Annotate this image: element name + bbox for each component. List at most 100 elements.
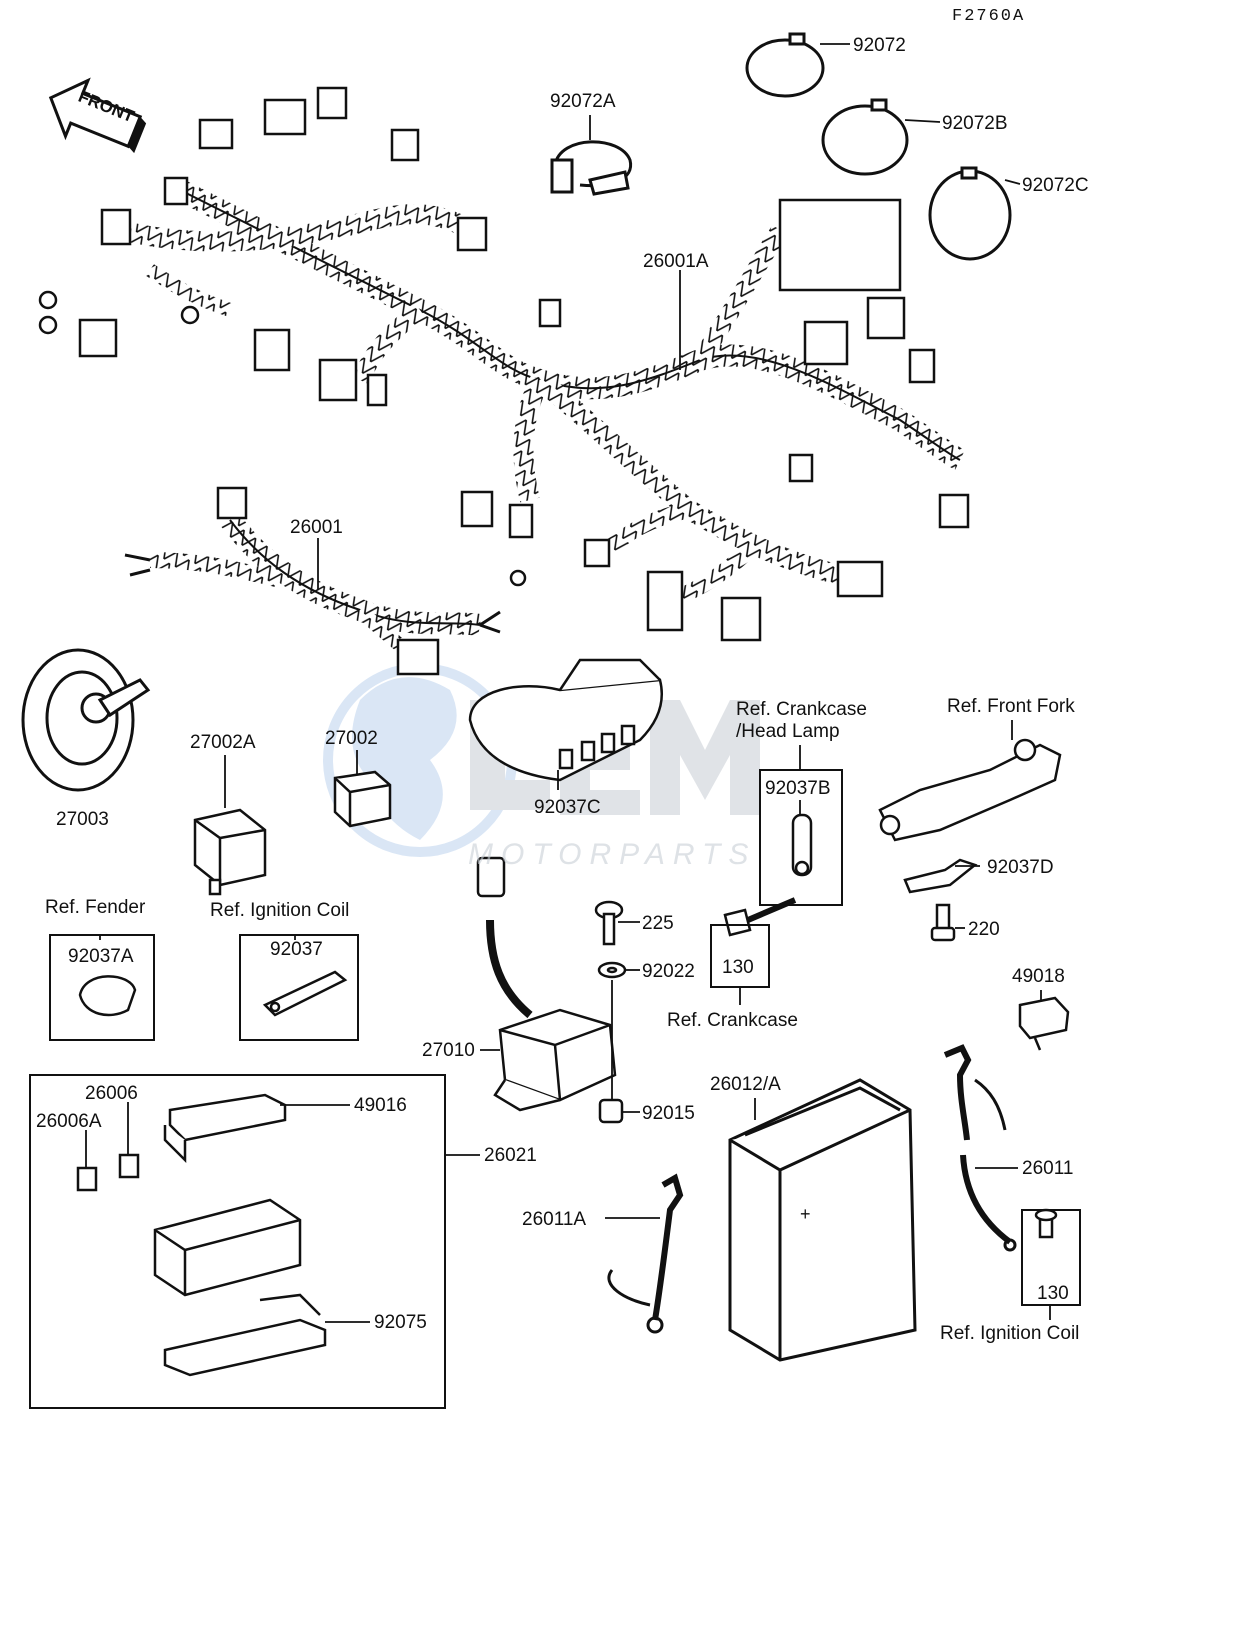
connector: [866, 296, 906, 340]
label-27003: 27003: [56, 809, 109, 830]
clip-92037b: [791, 813, 813, 877]
main-harness-26001a: [117, 180, 966, 608]
label-49018: 49018: [1012, 966, 1065, 987]
control-box: [778, 198, 902, 292]
connector: [100, 208, 132, 246]
ref-fender-box: [49, 934, 155, 1041]
clamp-92072: [745, 32, 825, 98]
ref-crankcase: Ref. Crankcase: [667, 1010, 798, 1031]
ref-ignition-coil-box-2: [1021, 1209, 1081, 1306]
connector: [78, 318, 118, 358]
harness-connectors: [38, 86, 970, 642]
ref-fender: Ref. Fender: [45, 897, 146, 918]
cover-92037c: [468, 658, 664, 782]
front-fork-bracket: [878, 738, 1062, 842]
bolt-225: [594, 900, 624, 946]
bolt-130-ignition: [1034, 1208, 1058, 1239]
label-92072a: 92072A: [550, 91, 616, 112]
ref-crankcase-head-lamp: Ref. Crankcase /Head Lamp: [736, 699, 867, 742]
clamp-92072a: [550, 140, 633, 196]
label-92037d: 92037D: [987, 857, 1054, 878]
connector: [836, 560, 884, 598]
svg-text:+: +: [800, 1204, 811, 1224]
label-27002: 27002: [325, 728, 378, 749]
label-26006a: 26006A: [36, 1111, 102, 1132]
label-130-ignition: 130: [1037, 1283, 1069, 1304]
label-26001: 26001: [290, 517, 343, 538]
fuse-26006a: [76, 1166, 98, 1192]
label-92015: 92015: [642, 1103, 695, 1124]
clip-92037a: [78, 975, 137, 1017]
connector: [538, 298, 562, 328]
bolt-130-crankcase: [723, 897, 797, 937]
label-92072: 92072: [853, 35, 906, 56]
connector: [263, 98, 307, 136]
connector: [460, 490, 494, 528]
connector: [198, 118, 234, 150]
connector: [788, 453, 814, 483]
clip-92037: [262, 970, 348, 1017]
battery-26012a: +: [728, 1078, 917, 1362]
label-26012a: 26012/A: [710, 1074, 781, 1095]
nut-92015: [598, 1098, 624, 1124]
connector: [908, 348, 936, 384]
label-27002a: 27002A: [190, 732, 256, 753]
label-92072c: 92072C: [1022, 175, 1089, 196]
label-92022: 92022: [642, 961, 695, 982]
bolt-220: [930, 903, 956, 942]
regulator-27010: [476, 856, 617, 1112]
label-27010: 27010: [422, 1040, 475, 1061]
clamp-92072b: [821, 98, 909, 176]
label-225: 225: [642, 913, 674, 934]
connector: [318, 358, 358, 402]
clip-92037d: [903, 858, 978, 894]
fuse-box-frame: [29, 1074, 446, 1409]
label-92037b: 92037B: [765, 778, 831, 799]
label-220: 220: [968, 919, 1000, 940]
cable-26011: [943, 1044, 1017, 1252]
relay-27002: [333, 770, 392, 828]
connector: [938, 493, 970, 529]
connector: [316, 86, 348, 120]
label-92037: 92037: [270, 939, 323, 960]
label-130-crankcase: 130: [722, 957, 754, 978]
fuse-26006: [118, 1153, 140, 1179]
ref-ignition-coil-box: [239, 934, 359, 1041]
ref-front-fork: Ref. Front Fork: [947, 696, 1075, 717]
label-26001a: 26001A: [643, 251, 709, 272]
ref-ignition-coil-top: Ref. Ignition Coil: [210, 900, 350, 921]
connector: [366, 373, 388, 407]
connector: [720, 596, 762, 642]
connector: [803, 320, 849, 366]
connector: [508, 503, 534, 539]
cable-26011a: [607, 1173, 684, 1334]
horn-27003: [21, 648, 151, 792]
label-92075: 92075: [374, 1312, 427, 1333]
watermark-subtitle: MOTORPARTS: [468, 838, 757, 871]
label-49016: 49016: [354, 1095, 407, 1116]
ref-ignition-coil-bottom: Ref. Ignition Coil: [940, 1323, 1080, 1344]
label-92072b: 92072B: [942, 113, 1008, 134]
resistor-49018: [1018, 996, 1070, 1051]
label-26011: 26011: [1022, 1158, 1074, 1179]
clamp-92072c: [928, 166, 1012, 261]
connector: [253, 328, 291, 372]
leader-lines: [85, 43, 1051, 1323]
sub-harness-26001: [124, 486, 501, 676]
relay-27002a: [193, 808, 267, 896]
connector: [163, 176, 189, 206]
label-26006: 26006: [85, 1083, 138, 1104]
connector: [583, 538, 611, 568]
label-26011a: 26011A: [522, 1209, 587, 1230]
fuse-box-group: [76, 1093, 327, 1377]
label-26021: 26021: [484, 1145, 537, 1166]
label-92037a: 92037A: [68, 946, 134, 967]
label-92037c: 92037C: [534, 797, 601, 818]
front-arrow-icon: [48, 77, 147, 154]
washer-92022: [597, 961, 627, 979]
ref-crankcase-head-lamp-box: [759, 769, 843, 906]
connector: [456, 216, 488, 252]
connector: [390, 128, 420, 162]
figure-code: F2760A: [952, 7, 1026, 26]
